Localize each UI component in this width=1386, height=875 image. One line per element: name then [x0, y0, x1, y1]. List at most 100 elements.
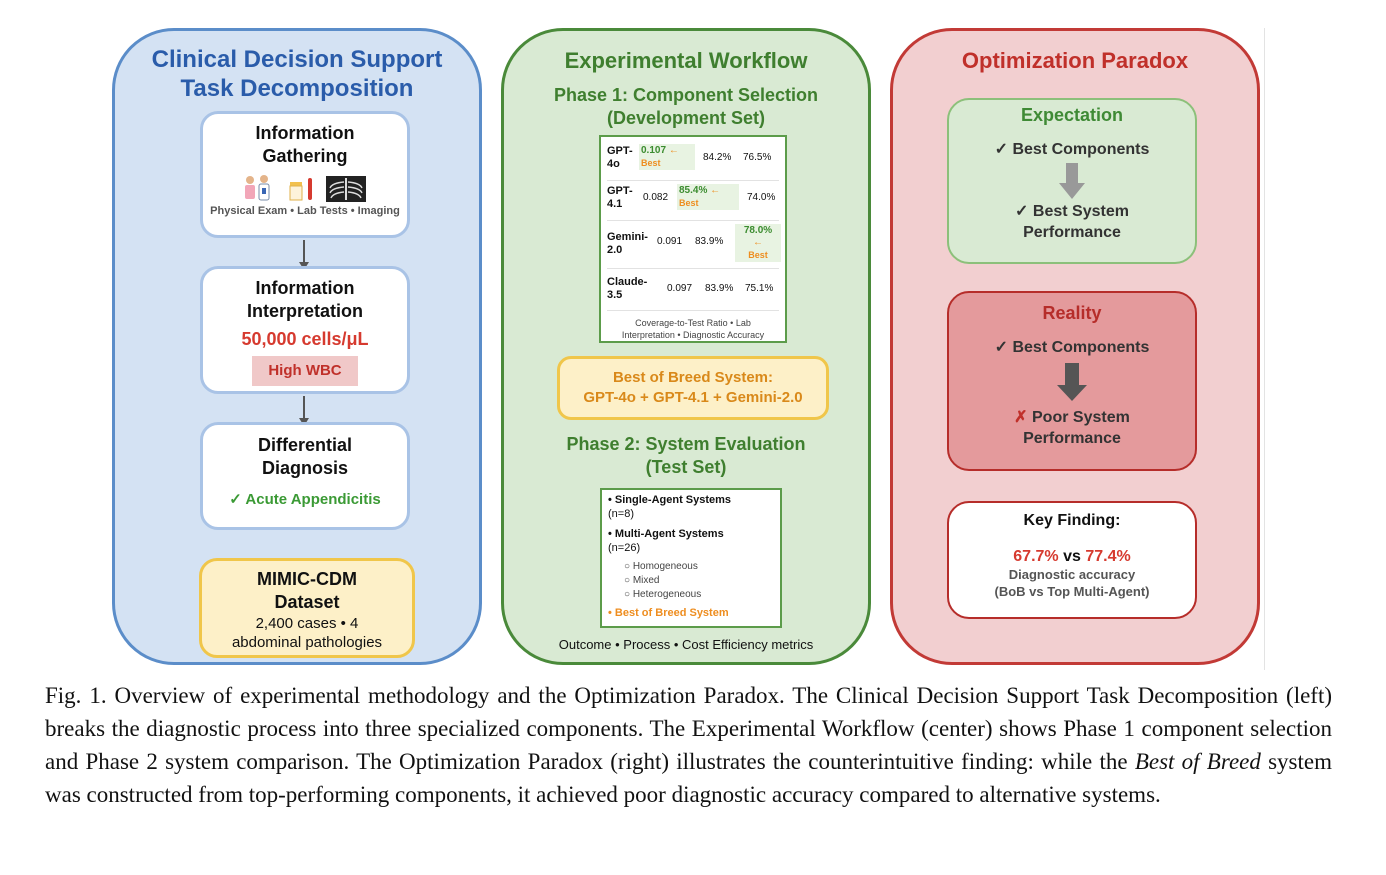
list-item: ○ Mixed	[624, 575, 660, 586]
expectation-line3: Performance	[1023, 224, 1121, 241]
left-panel-title: Clinical Decision Support Task Decomposi…	[115, 45, 479, 103]
interpretation-title-line2: Interpretation	[246, 301, 363, 321]
diagnosis-title: Differential Diagnosis	[203, 434, 407, 480]
phase1-line1: Phase 1: Component Selection	[553, 85, 819, 105]
mid-panel-title: Experimental Workflow	[564, 48, 808, 73]
best-cell: 78.0%←Best	[735, 224, 781, 262]
task-decomposition-panel: Clinical Decision Support Task Decomposi…	[112, 28, 482, 665]
best-label: Best	[679, 198, 699, 208]
dataset-desc-line2: abdominal pathologies	[231, 634, 383, 651]
cell-value: 83.9%	[705, 283, 734, 294]
single-agent-count: (n=8)	[608, 508, 634, 520]
best-cell: 0.107 ← Best	[639, 144, 695, 170]
phase2-line1: Phase 2: System Evaluation	[566, 434, 806, 454]
best-arrow-icon: ←	[710, 185, 721, 196]
cell-value: 0.107	[641, 145, 667, 156]
arrow-gathering-to-interpretation	[299, 240, 309, 270]
reality-box: Reality ✓ Best Components ✗ Poor System …	[947, 291, 1197, 471]
key-finding-title: Key Finding:	[1023, 512, 1121, 529]
xray-icon	[326, 176, 366, 202]
figure-border	[1264, 28, 1265, 670]
system-evaluation-box: • Single-Agent Systems (n=8) • Multi-Age…	[600, 488, 782, 628]
cell-value: 74.0%	[747, 192, 776, 203]
right-panel-title: Optimization Paradox	[961, 48, 1189, 73]
physician-exam-icon	[245, 175, 270, 201]
cell-value: 85.4%	[679, 185, 708, 196]
reality-line1: ✓ Best Components	[994, 339, 1150, 356]
lab-tubes-icon	[289, 178, 312, 201]
model-name: Gemini-2.0	[607, 231, 648, 256]
down-arrow-icon	[949, 357, 1195, 407]
gathering-caption: Physical Exam • Lab Tests • Imaging	[210, 205, 400, 217]
down-arrow-icon	[949, 159, 1195, 201]
information-gathering-box: Information Gathering	[200, 111, 410, 238]
differential-diagnosis-box: Differential Diagnosis ✓ Acute Appendici…	[200, 422, 410, 530]
caption-text: Fig. 1. Overview of experimental methodo…	[45, 683, 1332, 774]
high-wbc-badge: High WBC	[252, 356, 358, 386]
optimization-paradox-panel: Optimization Paradox Expectation ✓ Best …	[890, 28, 1260, 665]
best-label: Best	[748, 250, 768, 260]
reality-line3: Performance	[1023, 430, 1121, 447]
phase1-line2: (Development Set)	[606, 108, 766, 128]
multi-agent-label: • Multi-Agent Systems	[608, 528, 724, 540]
multi-agent-subtypes: ○ Homogeneous ○ Mixed ○ Heterogeneous	[608, 560, 774, 602]
component-selection-table: GPT-4o 0.107 ←Best 84.2% 76.5% GPT-4.1 0…	[599, 135, 787, 343]
table-caption-line2: Interpretation • Diagnostic Accuracy	[621, 330, 765, 340]
single-agent-label: • Single-Agent Systems	[608, 494, 732, 506]
bob-line1: Best of Breed System:	[612, 369, 774, 386]
dataset-description: 2,400 cases • 4 abdominal pathologies	[202, 614, 412, 652]
interpretation-title: Information Interpretation	[203, 277, 407, 323]
table-row: GPT-4.1 0.082 85.4% ← Best 74.0%	[607, 181, 779, 221]
table-caption: Coverage-to-Test Ratio • Lab Interpretat…	[601, 317, 785, 341]
gathering-title-line2: Gathering	[262, 146, 348, 166]
list-item: ○ Heterogeneous	[624, 589, 702, 600]
finding-desc2: (BoB vs Top Multi-Agent)	[994, 584, 1150, 599]
cell-value: 0.082	[643, 192, 669, 203]
best-of-breed-box: Best of Breed System: GPT-4o + GPT-4.1 +…	[557, 356, 829, 420]
finding-description: Diagnostic accuracy (BoB vs Top Multi-Ag…	[949, 566, 1195, 600]
best-arrow-icon: ←	[668, 145, 679, 156]
dataset-title-line1: MIMIC-CDM	[257, 569, 357, 589]
key-finding-box: Key Finding: 67.7% vs 77.4% Diagnostic a…	[947, 501, 1197, 619]
cell-value: 76.5%	[743, 152, 772, 163]
interpretation-title-line1: Information	[255, 278, 355, 298]
dataset-title: MIMIC-CDM Dataset	[202, 568, 412, 614]
best-label: Best	[641, 158, 661, 168]
dataset-desc-line1: 2,400 cases • 4	[255, 615, 359, 632]
expectation-box: Expectation ✓ Best Components ✓ Best Sys…	[947, 98, 1197, 264]
dataset-title-line2: Dataset	[274, 592, 340, 612]
bob-line2: GPT-4o + GPT-4.1 + Gemini-2.0	[583, 389, 803, 406]
reality-title: Reality	[1042, 303, 1102, 323]
best-cell: 85.4% ← Best	[677, 184, 739, 210]
expectation-line1: ✓ Best Components	[994, 141, 1150, 158]
table-row: GPT-4o 0.107 ←Best 84.2% 76.5%	[607, 141, 779, 181]
best-arrow-icon: ←	[753, 237, 763, 248]
bob-system-label: • Best of Breed System	[608, 607, 729, 619]
accuracy-comparison: 67.7% vs 77.4%	[949, 548, 1195, 566]
multi-agent-count: (n=26)	[608, 542, 641, 554]
table-caption-line1: Coverage-to-Test Ratio • Lab	[635, 318, 751, 328]
cell-value: 83.9%	[695, 236, 724, 247]
diagnosis-title-line1: Differential	[257, 435, 353, 455]
expectation-title: Expectation	[1020, 105, 1124, 125]
arrow-interpretation-to-diagnosis	[299, 396, 309, 426]
phase2-line2: (Test Set)	[645, 457, 727, 477]
model-name: GPT-4.1	[607, 185, 633, 210]
caption-emphasis: Best of Breed	[1134, 749, 1261, 774]
information-interpretation-box: Information Interpretation 50,000 cells/…	[200, 266, 410, 394]
phase2-heading: Phase 2: System Evaluation (Test Set)	[504, 433, 868, 479]
cell-value: 0.097	[667, 283, 693, 294]
diagnosis-result: ✓ Acute Appendicitis	[229, 491, 381, 508]
table-row: Gemini-2.0 0.091 83.9% 78.0%←Best	[607, 221, 781, 269]
experimental-workflow-panel: Experimental Workflow Phase 1: Component…	[501, 28, 871, 665]
cross-icon: ✗	[1014, 409, 1028, 426]
reality-result: ✗ Poor System Performance	[949, 407, 1195, 449]
model-name: Claude-3.5	[607, 276, 648, 301]
reality-line2: ✗ Poor System	[1014, 409, 1130, 426]
cell-value: 0.091	[657, 236, 683, 247]
table-row: Claude-3.5 0.097 83.9% 75.1%	[607, 271, 779, 311]
vs-label: vs	[1058, 548, 1086, 565]
left-title-line2: Task Decomposition	[180, 75, 414, 102]
metrics-footer: Outcome • Process • Cost Efficiency metr…	[558, 637, 814, 652]
expectation-result: ✓ Best System Performance	[949, 201, 1195, 243]
